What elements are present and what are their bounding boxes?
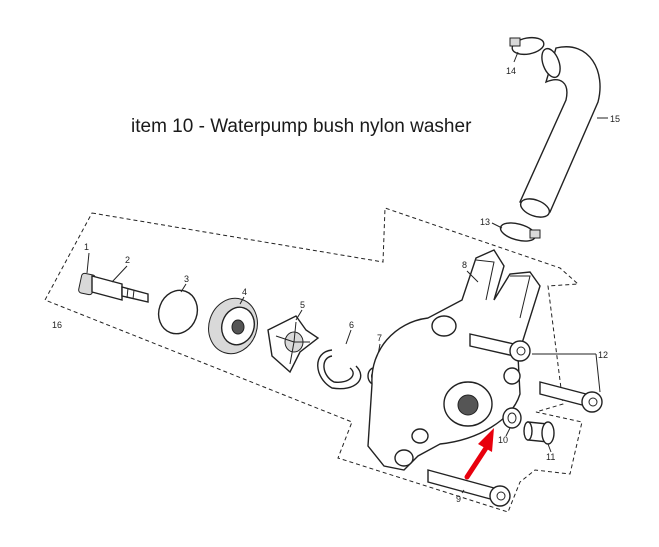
callout-15: 15 — [610, 114, 620, 124]
part-14-clamp-upper — [509, 36, 545, 56]
leader-3 — [180, 283, 187, 293]
callout-10: 10 — [498, 435, 508, 445]
callout-8: 8 — [462, 260, 467, 270]
leader-10 — [505, 427, 511, 437]
part-9-bolt — [427, 469, 511, 507]
leader-8 — [466, 270, 479, 283]
callout-9: 9 — [456, 494, 461, 504]
callout-14: 14 — [506, 66, 516, 76]
part-5-impeller — [267, 315, 320, 374]
leader-4 — [239, 296, 245, 305]
leader-11 — [547, 443, 552, 453]
callout-5: 5 — [300, 300, 305, 310]
callout-4: 4 — [242, 287, 247, 297]
part-13-clamp-lower — [499, 222, 541, 242]
leader-9 — [461, 489, 465, 494]
leader-5 — [295, 309, 303, 321]
leader-2 — [111, 265, 128, 283]
leader-1 — [86, 252, 90, 274]
callout-11: 11 — [546, 452, 555, 462]
part-8-pump-housing — [367, 249, 541, 471]
callout-3: 3 — [184, 274, 189, 284]
leader-13 — [491, 222, 503, 229]
part-11-bush — [523, 421, 555, 445]
leader-6 — [345, 329, 352, 345]
callout-7: 7 — [377, 333, 382, 343]
leader-12b — [595, 353, 601, 393]
part-2-shaft — [78, 272, 149, 303]
part-15-hose — [519, 46, 601, 218]
assembly-16-outline — [44, 207, 583, 513]
callout-1: 1 — [84, 242, 89, 252]
leader-14 — [513, 51, 519, 63]
part-12-bolt-upper — [469, 333, 531, 362]
part-3-o-ring — [157, 289, 199, 335]
part-4-seal — [208, 297, 258, 355]
part-10-nylon-washer — [502, 407, 522, 429]
callout-12: 12 — [598, 350, 608, 360]
callout-2: 2 — [125, 255, 130, 265]
highlight-arrow — [464, 428, 494, 480]
item-caption: item 10 - Waterpump bush nylon washer — [131, 116, 472, 137]
part-6-circlip-inner — [323, 355, 354, 383]
callout-13: 13 — [480, 217, 490, 227]
part-12-bolt-lower — [539, 381, 603, 413]
callout-6: 6 — [349, 320, 354, 330]
callout-16: 16 — [52, 320, 62, 330]
part-10-nylon-washer-hole — [507, 412, 517, 424]
